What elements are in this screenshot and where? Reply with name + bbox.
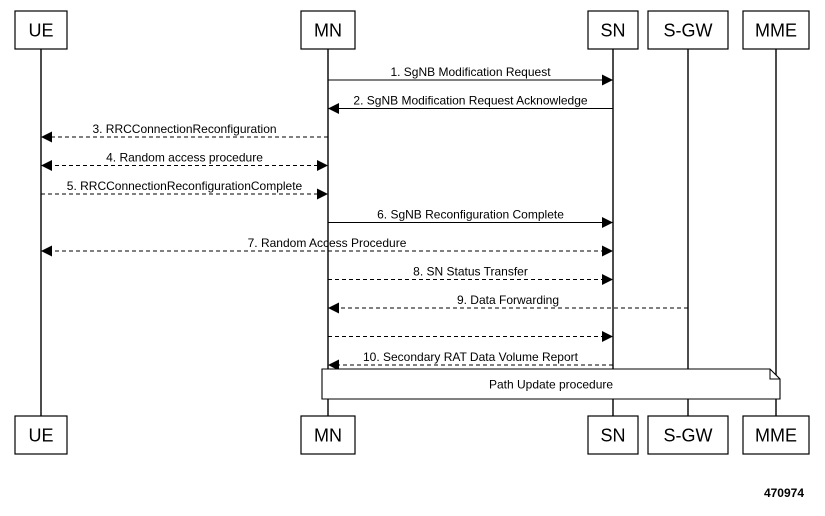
note-box [321,368,781,400]
participant-mme-bottom: MME [742,415,810,455]
message-m5: 5. RRCConnectionReconfigurationComplete [41,179,328,200]
message-label: 5. RRCConnectionReconfigurationComplete [67,179,303,193]
participant-label: SN [600,21,625,41]
message-m9: 9. Data Forwarding [328,293,688,314]
message-m6: 6. SgNB Reconfiguration Complete [328,208,613,228]
message-m1: 1. SgNB Modification Request [328,65,613,86]
message-m2: 2. SgNB Modification Request Acknowledge [328,94,613,114]
participant-ue-top: UE [14,10,68,50]
participant-mme-top: MME [742,10,810,50]
messages-layer: 1. SgNB Modification Request 2. SgNB Modi… [41,65,688,371]
participants-layer: UE UE MN MN SN SN S-GW S-GW MME MME [14,10,810,455]
message-label: 4. Random access procedure [106,151,263,165]
participant-sgw-top: S-GW [647,10,729,50]
participant-sgw-bottom: S-GW [647,415,729,455]
participant-box [14,10,68,50]
participant-label: UE [28,21,53,41]
participant-box [647,10,729,50]
participant-sn-top: SN [587,10,639,50]
participant-box [300,415,356,455]
message-label: 1. SgNB Modification Request [390,65,551,79]
participant-box [742,10,810,50]
message-m10: 10. Secondary RAT Data Volume Report [328,350,613,371]
participant-ue-bottom: UE [14,415,68,455]
participant-box [300,10,356,50]
participant-label: S-GW [664,426,713,446]
note-fold [769,369,780,380]
message-label: 8. SN Status Transfer [413,265,528,279]
participant-box [647,415,729,455]
message-label: 3. RRCConnectionReconfiguration [92,122,276,136]
figure-id: 470974 [764,486,804,500]
participant-label: S-GW [664,21,713,41]
participant-box [14,415,68,455]
note-layer: Path Update procedure [321,368,781,400]
participant-mn-bottom: MN [300,415,356,455]
participant-box [587,415,639,455]
participant-box [587,10,639,50]
message-m4: 4. Random access procedure [41,151,328,171]
participant-label: UE [28,426,53,446]
message-label: 2. SgNB Modification Request Acknowledge [353,94,587,108]
message-label: 10. Secondary RAT Data Volume Report [363,350,579,364]
note-path-update: Path Update procedure [321,368,781,400]
participant-label: MN [314,21,342,41]
participant-label: SN [600,426,625,446]
message-label: 7. Random Access Procedure [248,236,407,250]
participant-sn-bottom: SN [587,415,639,455]
message-label: 6. SgNB Reconfiguration Complete [377,208,564,222]
message-m8: 8. SN Status Transfer [328,265,613,285]
message-m3: 3. RRCConnectionReconfiguration [41,122,328,143]
participant-box [742,415,810,455]
participant-label: MME [755,21,797,41]
message-m7: 7. Random Access Procedure [41,236,613,257]
message-label: 9. Data Forwarding [457,293,559,307]
note-label: Path Update procedure [489,378,613,392]
participant-label: MN [314,426,342,446]
participant-label: MME [755,426,797,446]
participant-mn-top: MN [300,10,356,50]
